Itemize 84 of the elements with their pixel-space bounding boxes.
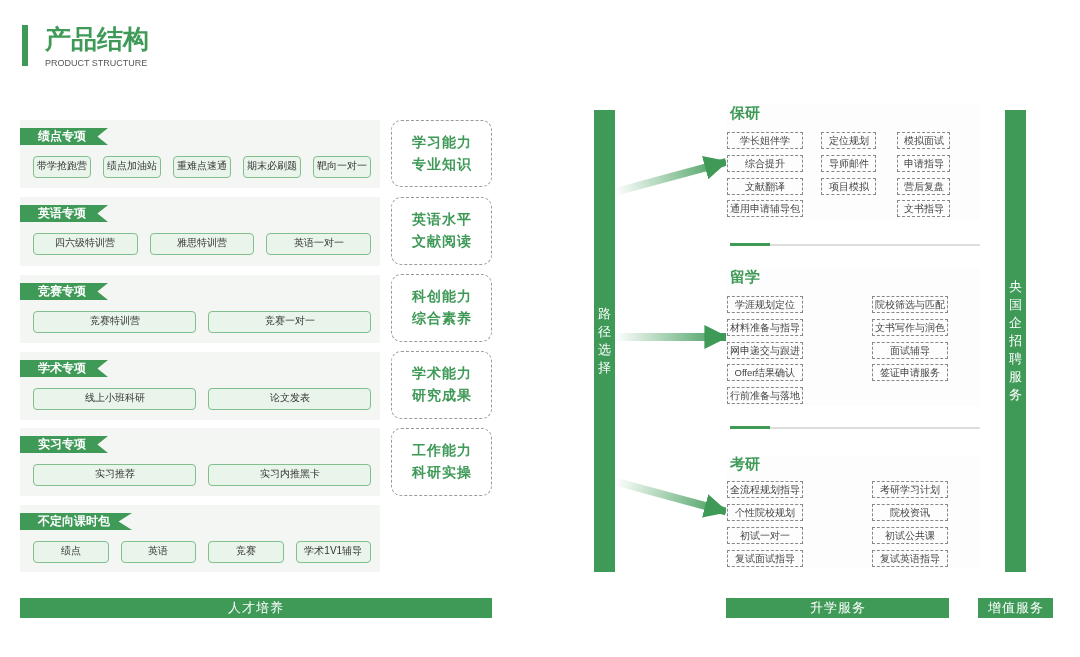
course-chip: 英语一对一 bbox=[266, 233, 371, 255]
vertical-bar: 央国企招聘服务 bbox=[1005, 110, 1026, 572]
category-panel bbox=[20, 197, 380, 266]
course-chip: 英语 bbox=[120, 541, 196, 563]
service-chip: 学长姐伴学 bbox=[727, 132, 803, 149]
category-panel bbox=[20, 505, 380, 572]
page-title: 产品结构 bbox=[45, 23, 149, 56]
ability-box bbox=[391, 428, 492, 496]
category-tag: 实习专项 bbox=[20, 436, 108, 453]
ability-box bbox=[391, 351, 492, 419]
ability-text: 科研实操 bbox=[411, 464, 472, 482]
course-chip: 绩点 bbox=[33, 541, 109, 563]
service-chip: 导师邮件 bbox=[821, 155, 876, 172]
service-chip: 网申递交与跟进 bbox=[727, 342, 803, 359]
ability-text: 科创能力 bbox=[411, 288, 472, 306]
category-bar: 人才培养 bbox=[20, 598, 492, 618]
service-chip: 学涯规划定位 bbox=[727, 296, 803, 313]
service-chip: 申请指导 bbox=[897, 155, 950, 172]
ability-text: 学习能力 bbox=[411, 133, 472, 152]
category-panel bbox=[20, 428, 380, 496]
service-chip: 签证申请服务 bbox=[872, 364, 948, 381]
course-chip: 实习内推黑卡 bbox=[208, 464, 371, 486]
category-bar: 升学服务 bbox=[726, 598, 949, 618]
service-chip: 文书指导 bbox=[897, 200, 950, 217]
category-tag: 不定向课时包 bbox=[20, 513, 132, 530]
service-chip: 复试面试指导 bbox=[727, 550, 803, 567]
service-chip: 营后复盘 bbox=[897, 178, 950, 195]
category-tag: 英语专项 bbox=[20, 205, 108, 222]
service-chip: 项目模拟 bbox=[821, 178, 876, 195]
course-chip: 期末必刷题 bbox=[243, 156, 301, 178]
service-chip: 模拟面试 bbox=[897, 132, 950, 149]
section-heading: 留学 bbox=[730, 268, 760, 287]
service-chip: 初试一对一 bbox=[727, 527, 803, 544]
service-chip: 行前准备与落地 bbox=[727, 387, 803, 404]
service-chip: 复试英语指导 bbox=[872, 550, 948, 567]
section-heading: 考研 bbox=[730, 455, 760, 474]
ability-box bbox=[391, 197, 492, 265]
course-chip: 实习推荐 bbox=[33, 464, 196, 486]
category-panel bbox=[20, 120, 380, 188]
service-chip: 综合提升 bbox=[727, 155, 803, 172]
course-chip: 学术1V1辅导 bbox=[295, 541, 371, 563]
ability-text: 英语水平 bbox=[411, 211, 472, 229]
section-heading: 保研 bbox=[730, 104, 760, 123]
category-bar: 增值服务 bbox=[978, 598, 1053, 618]
service-chip: 个性院校规划 bbox=[727, 504, 803, 521]
service-chip: 全流程规划指导 bbox=[727, 481, 803, 498]
service-chip: 初试公共课 bbox=[872, 527, 948, 544]
course-chip: 线上小班科研 bbox=[33, 388, 196, 410]
course-chip: 竞赛 bbox=[208, 541, 284, 563]
ability-box bbox=[391, 120, 492, 187]
arrow bbox=[615, 325, 729, 349]
course-chip: 论文发表 bbox=[208, 388, 371, 410]
ability-text: 学术能力 bbox=[411, 365, 472, 383]
ability-text: 文献阅读 bbox=[411, 233, 472, 251]
course-chip: 四六级特训营 bbox=[33, 233, 138, 255]
service-chip: 院校资讯 bbox=[872, 504, 948, 521]
service-chip: 文书写作与润色 bbox=[872, 319, 948, 336]
course-chip: 重难点速通 bbox=[173, 156, 231, 178]
course-chip: 靶向一对一 bbox=[313, 156, 371, 178]
category-panel bbox=[20, 275, 380, 343]
ability-text: 专业知识 bbox=[411, 155, 472, 174]
service-chip: 通用申请辅导包 bbox=[727, 200, 803, 217]
ability-text: 工作能力 bbox=[411, 442, 472, 460]
course-chip: 雅思特训营 bbox=[149, 233, 255, 255]
ability-text: 研究成果 bbox=[411, 387, 472, 405]
ability-text: 综合素养 bbox=[411, 310, 472, 328]
category-panel bbox=[20, 352, 380, 420]
category-tag: 绩点专项 bbox=[20, 128, 108, 145]
service-chip: 考研学习计划 bbox=[872, 481, 948, 498]
service-chip: 定位规划 bbox=[821, 132, 876, 149]
category-tag: 竞赛专项 bbox=[20, 283, 108, 300]
service-chip: 文献翻译 bbox=[727, 178, 803, 195]
course-chip: 带学抢跑营 bbox=[33, 156, 91, 178]
service-chip: 面试辅导 bbox=[872, 342, 948, 359]
subtitle: PRODUCT STRUCTURE bbox=[45, 58, 148, 68]
course-chip: 竞赛特训营 bbox=[33, 311, 196, 333]
service-chip: 院校筛选与匹配 bbox=[872, 296, 948, 313]
service-chip: Offer结果确认 bbox=[727, 364, 803, 381]
service-chip: 材料准备与指导 bbox=[727, 319, 803, 336]
vertical-bar: 路径选择 bbox=[594, 110, 615, 572]
course-chip: 绩点加油站 bbox=[103, 156, 161, 178]
category-tag: 学术专项 bbox=[20, 360, 108, 377]
ability-box bbox=[391, 274, 492, 342]
course-chip: 竞赛一对一 bbox=[208, 311, 371, 333]
